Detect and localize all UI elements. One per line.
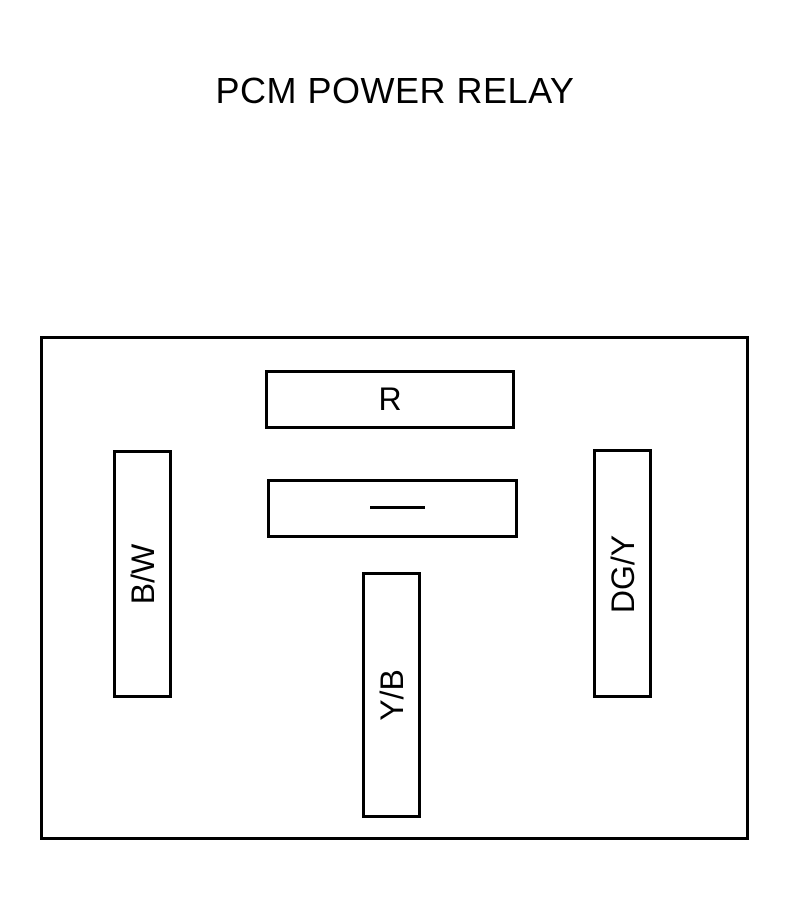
terminal-r: R [265, 370, 515, 429]
terminal-dgy: DG/Y [593, 449, 652, 698]
terminal-unused [267, 479, 518, 538]
terminal-r-label: R [378, 381, 402, 417]
unused-terminal-dash [370, 506, 425, 509]
relay-housing-outline [40, 336, 749, 840]
terminal-bw: B/W [113, 450, 172, 698]
diagram-title: PCM POWER RELAY [215, 70, 575, 111]
terminal-yb-label: Y/B [373, 669, 410, 721]
terminal-yb: Y/B [362, 572, 421, 818]
terminal-dgy-label: DG/Y [604, 534, 641, 613]
terminal-bw-label: B/W [124, 543, 161, 605]
